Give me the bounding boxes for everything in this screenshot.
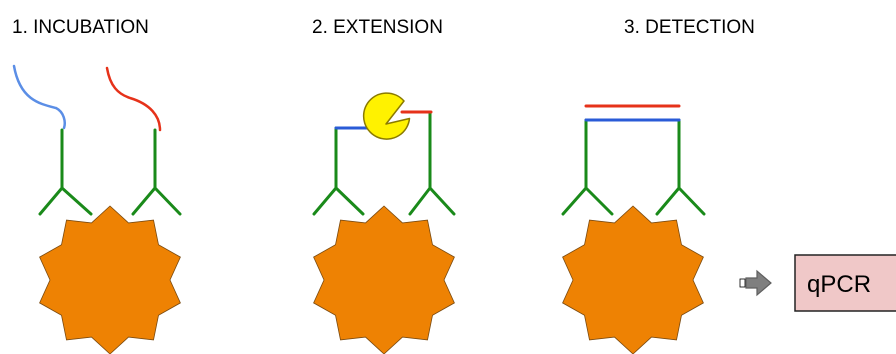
antibody-left-2 <box>312 126 365 216</box>
antibody-right-2 <box>408 110 456 216</box>
oligo-blue-free <box>12 64 66 130</box>
step-2-label: 2. EXTENSION <box>312 17 443 38</box>
oligo-red-free <box>105 66 162 132</box>
step-1-label: 1. INCUBATION <box>12 17 149 38</box>
block-arrow-right-icon <box>739 269 772 297</box>
panel-incubation <box>12 64 182 216</box>
qpcr-label: qPCR <box>807 271 871 298</box>
qpcr-box <box>794 254 896 312</box>
qpcr-output: qPCR <box>794 254 896 312</box>
antibody-right-1 <box>131 128 182 216</box>
antigen-star-2 <box>313 205 455 354</box>
step-3-label: 3. DETECTION <box>624 17 755 38</box>
pacman-polymerase-icon <box>362 92 411 140</box>
antibody-left-3 <box>561 118 614 216</box>
antigen-star-3 <box>562 205 704 354</box>
antibody-left-1 <box>38 128 93 216</box>
antibody-right-3 <box>655 118 706 216</box>
antigen-star-1 <box>39 205 181 354</box>
panel-extension <box>312 92 456 216</box>
panel-detection <box>561 104 706 216</box>
